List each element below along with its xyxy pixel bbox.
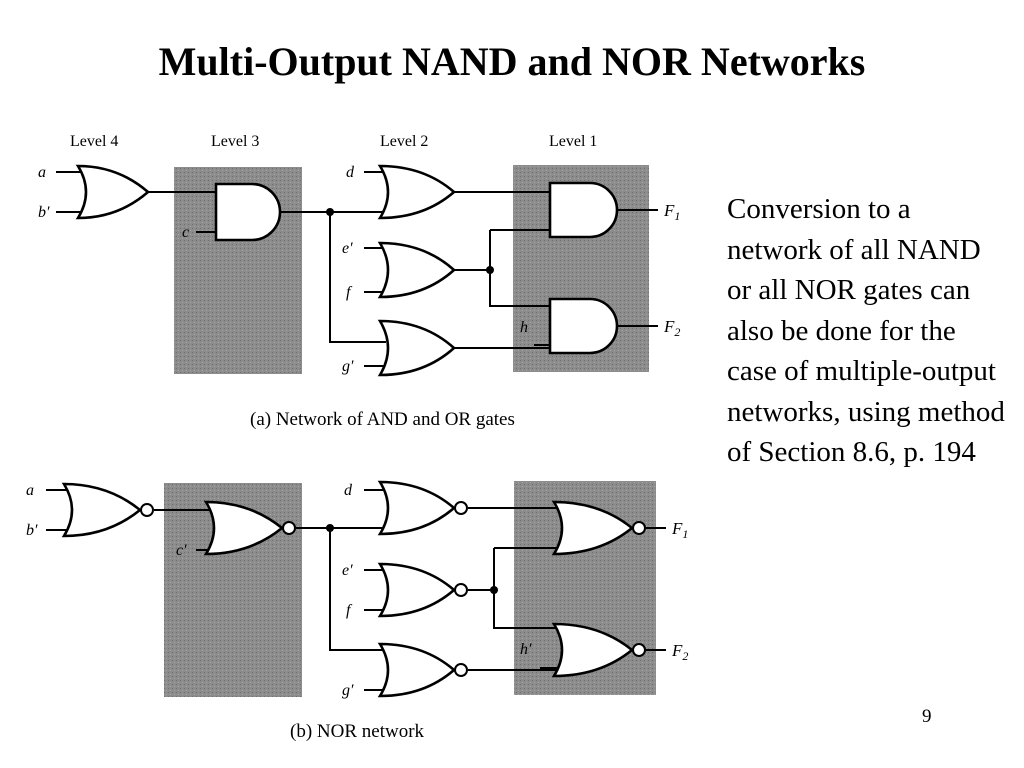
- junction-dot: [326, 208, 334, 216]
- nor-gate-level2-top-b: [377, 480, 456, 536]
- input-c: c′: [176, 542, 187, 559]
- and-gate-level1-top-a: [548, 181, 619, 239]
- figure-b: a b′ c′ d e′ f g′ h′ F1 F2 (b) NOR netwo…: [26, 480, 688, 742]
- junction-dot: [486, 266, 494, 274]
- or-gate-level2-top-a: [377, 164, 456, 220]
- slide-number: 9: [922, 706, 932, 727]
- nor-bubble: [282, 521, 296, 535]
- level4-label: Level 4: [70, 133, 118, 150]
- output-f1: F1: [671, 519, 688, 541]
- input-b: b′: [26, 522, 38, 539]
- level2-label: Level 2: [380, 133, 428, 150]
- figure-a: Level 4 Level 3 Level 2 Level 1: [38, 133, 680, 430]
- or-gate-level2-mid-a: [377, 241, 456, 299]
- input-h: h: [520, 319, 528, 336]
- or-gate-level2-bottom-a: [377, 319, 456, 377]
- wires-b: [46, 489, 666, 691]
- input-g: g′: [342, 358, 354, 375]
- input-e: e′: [342, 240, 353, 257]
- nor-gate-level2-bottom-b: [377, 642, 456, 698]
- nor-bubble: [140, 503, 154, 517]
- output-f2: F2: [671, 641, 688, 663]
- and-gate-level1-bottom-a: [548, 297, 619, 355]
- input-c: c: [182, 224, 189, 241]
- nor-bubble: [454, 501, 468, 515]
- nor-bubble: [454, 663, 468, 677]
- nor-gate-level3-b: [203, 500, 285, 556]
- caption-a: (a) Network of AND and OR gates: [250, 409, 515, 430]
- nor-gate-level2-mid-b: [377, 562, 456, 618]
- nor-bubble: [454, 583, 468, 597]
- slide-title: Multi-Output NAND and NOR Networks: [158, 39, 866, 84]
- level1-label: Level 1: [549, 133, 597, 150]
- input-a: a: [38, 164, 46, 181]
- junction-dot: [326, 524, 334, 532]
- nor-gate-level1-bottom-b: [551, 622, 635, 678]
- and-gate-level3-a: [214, 182, 282, 242]
- or-gate-level4-a: [75, 164, 150, 220]
- nor-gate-level4-b: [61, 482, 143, 538]
- input-h: h′: [520, 641, 532, 658]
- input-f: f: [346, 284, 353, 301]
- input-a: a: [26, 482, 34, 499]
- input-g: g′: [342, 682, 354, 699]
- nor-gate-level1-top-b: [551, 500, 635, 556]
- caption-b: (b) NOR network: [290, 721, 425, 742]
- output-f1: F1: [663, 201, 680, 223]
- input-d: d: [344, 482, 353, 499]
- input-b: b′: [38, 204, 50, 221]
- body-text: Conversion to a network of all NAND or a…: [727, 193, 1005, 468]
- input-e: e′: [342, 562, 353, 579]
- nor-bubble: [632, 643, 646, 657]
- input-d: d: [346, 164, 355, 181]
- junction-dot: [490, 586, 498, 594]
- input-f: f: [346, 602, 353, 619]
- nor-bubble: [632, 521, 646, 535]
- output-f2: F2: [663, 317, 680, 339]
- level3-label: Level 3: [211, 133, 259, 150]
